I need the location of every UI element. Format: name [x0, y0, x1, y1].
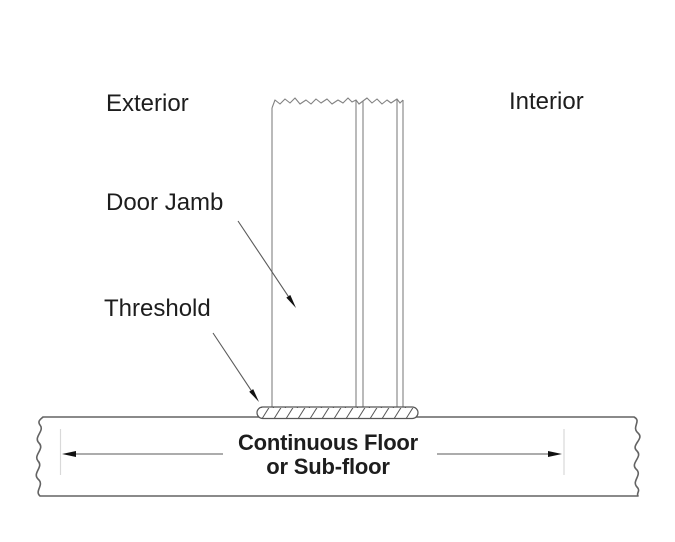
floor-shape: [35, 416, 641, 497]
door-jamb-label: Door Jamb: [106, 189, 224, 216]
threshold-leader: [212, 332, 259, 402]
floor-caption-line1: Continuous Floor: [237, 430, 419, 455]
dimension-arrowhead-right-icon: [548, 451, 562, 457]
door-jamb-leader-arrowhead-icon: [286, 295, 296, 308]
floor-span-dimension: [59, 429, 565, 475]
door-jamb-leader: [237, 220, 296, 308]
threshold-hatch: [256, 406, 419, 420]
threshold-label: Threshold: [104, 295, 211, 322]
threshold-leader-arrowhead-icon: [249, 389, 259, 402]
dimension-arrowhead-left-icon: [62, 451, 76, 457]
floor-caption-line2: or Sub-floor: [266, 453, 390, 479]
door-jamb-shape: [271, 97, 404, 407]
interior-label: Interior: [509, 88, 584, 115]
exterior-label: Exterior: [106, 90, 189, 117]
floor-caption: Continuous Floor or Sub-floor: [217, 431, 439, 478]
threshold-shape: [256, 406, 419, 420]
